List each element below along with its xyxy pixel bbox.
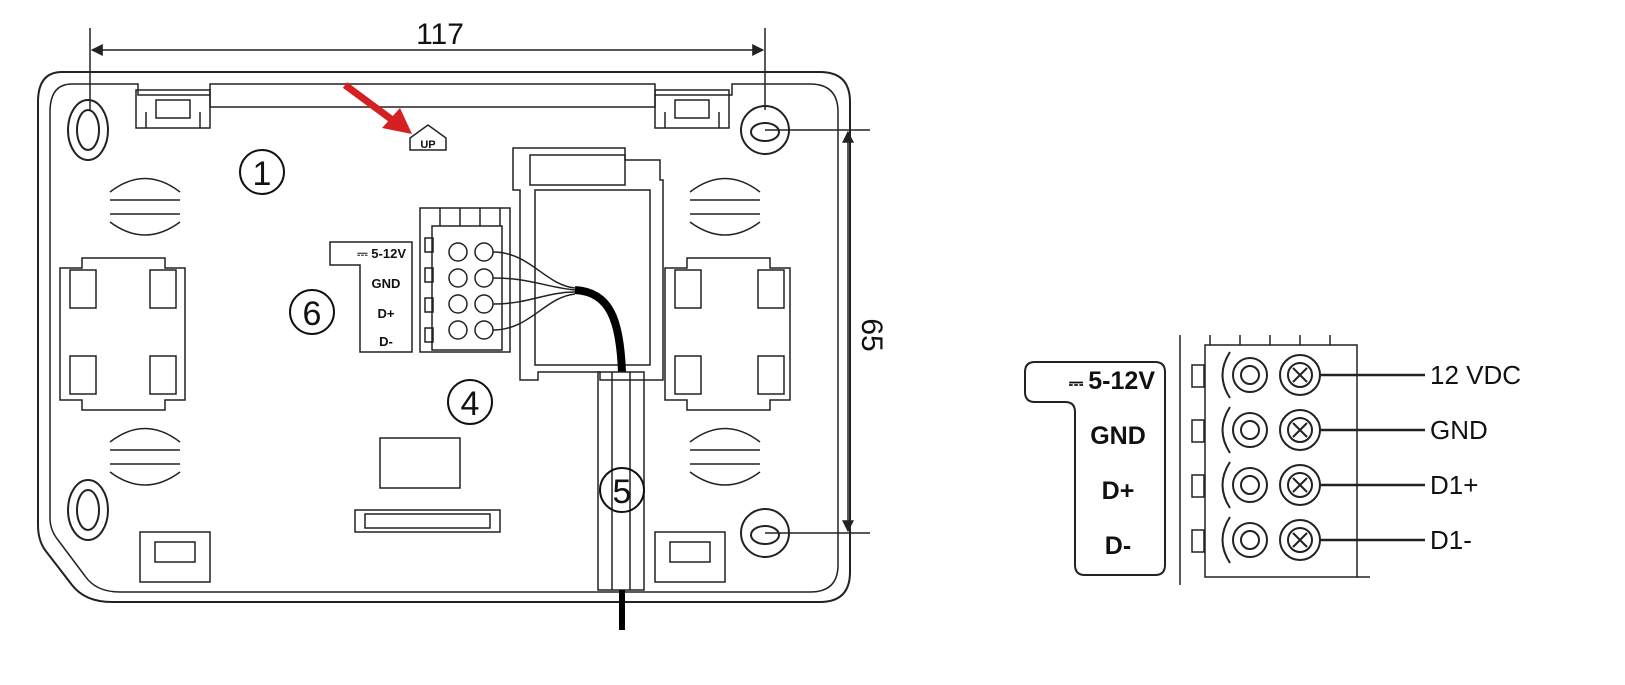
terminal-block-small: [419, 207, 511, 353]
mount-hole-bottom-left: [67, 479, 109, 541]
wire-bundle: [492, 251, 576, 331]
callout-5: 6: [303, 295, 322, 333]
label-dplus: D+: [1102, 477, 1135, 505]
up-label: UP: [420, 139, 435, 151]
dimension-width-label: 117: [416, 18, 464, 51]
clip-top-right: [654, 89, 730, 129]
plate-outline: [37, 71, 851, 603]
clip-bottom-right: [654, 531, 726, 583]
label-gnd: GND: [1090, 422, 1146, 450]
terminal-row-3: [1221, 461, 1321, 509]
mounting-plate: [37, 71, 851, 630]
clip-top-left: [135, 89, 211, 129]
cable: [574, 286, 626, 373]
mount-hole-top-left: [67, 99, 109, 161]
callout-circle-5: [289, 289, 335, 335]
callout-markers: [239, 149, 645, 513]
wire-label-d1minus: D1-: [1430, 525, 1472, 555]
label-voltage: ⎓ 5-12V: [1069, 367, 1155, 395]
dimension-width: [89, 28, 766, 110]
side-latch-left: [59, 257, 186, 411]
callout-6: 5: [613, 473, 632, 511]
clip-bottom-left: [139, 531, 211, 583]
terminal-row-4: [1221, 516, 1321, 564]
terminal-row-2: [1221, 406, 1321, 454]
side-latch-right: [664, 257, 791, 411]
up-house-icon: [409, 124, 447, 151]
plate-top-notch: [209, 95, 656, 108]
small-label-voltage: ⎓ 5-12V: [357, 246, 406, 261]
terminal-row-1: [1221, 351, 1321, 399]
up-marker: UP: [409, 124, 447, 151]
callout-circle-6: [599, 467, 645, 513]
lower-opening: [379, 437, 461, 489]
red-arrow-icon: [342, 82, 412, 134]
cable-sleeve: [597, 371, 645, 591]
terminal-label-plate: [1024, 361, 1166, 576]
callout-circle-4: [447, 379, 493, 425]
terminal-detail: [1024, 335, 1425, 585]
slot-top-right: [689, 177, 761, 236]
dimension-height: [765, 129, 870, 534]
callout-circle-1: [239, 149, 285, 195]
small-label-gnd: GND: [372, 276, 401, 291]
bottom-latch: [354, 509, 501, 533]
wire-label-12vdc: 12 VDC: [1430, 360, 1521, 390]
plate-inner-rim: [49, 83, 839, 593]
dimension-height-label: 65: [855, 318, 888, 351]
terminal-housing: [1179, 335, 1370, 585]
label-dminus: D-: [1105, 532, 1131, 560]
dc-symbol-small-icon: ⎓: [357, 246, 371, 261]
terminal-label-plate-small: [329, 241, 413, 353]
callout-1: 1: [253, 155, 272, 193]
slot-top-left: [109, 177, 181, 236]
slot-bottom-left: [109, 427, 181, 486]
center-housing: [512, 147, 664, 381]
callout-4: 4: [461, 385, 480, 423]
wire-label-gnd: GND: [1430, 415, 1488, 445]
small-label-dplus: D+: [378, 306, 395, 321]
wire-label-d1plus: D1+: [1430, 470, 1478, 500]
slot-bottom-right: [689, 427, 761, 486]
wire-leads: [1320, 373, 1425, 542]
small-label-dminus: D-: [379, 334, 393, 349]
dc-symbol-icon: ⎓: [1069, 373, 1088, 393]
